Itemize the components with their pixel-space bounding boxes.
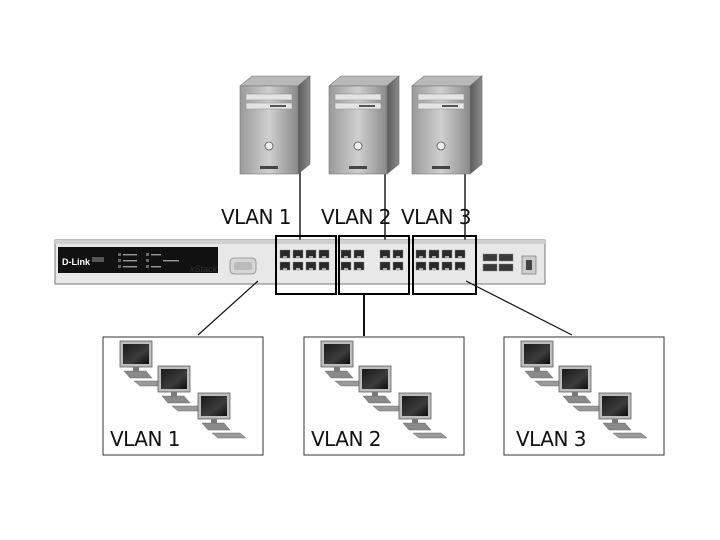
server-uplinks	[299, 172, 466, 247]
client-group-3: VLAN 3	[503, 336, 665, 456]
vlan-label-server-3: VLAN 3	[401, 205, 471, 229]
client-downlinks	[197, 280, 573, 336]
sfp-ports	[482, 253, 537, 275]
client-group-1-label: VLAN 1	[110, 427, 180, 451]
server-tower-icon	[328, 75, 400, 175]
vlan-2-port-group	[338, 235, 410, 295]
network-switch: D-Link xStack	[54, 239, 546, 285]
vlan-1-port-group	[275, 235, 337, 295]
vlan-label-server-2: VLAN 2	[321, 205, 391, 229]
server-1	[239, 75, 311, 175]
server-tower-icon	[411, 75, 483, 175]
server-2	[328, 75, 400, 175]
switch-brand: D-Link	[62, 257, 91, 267]
client-group-1: VLAN 1	[102, 336, 264, 456]
client-group-3-label: VLAN 3	[516, 427, 586, 451]
client-group-2-label: VLAN 2	[311, 427, 381, 451]
vlan-label-server-1: VLAN 1	[221, 205, 291, 229]
client-group-2: VLAN 2	[303, 336, 465, 456]
server-tower-icon	[239, 75, 311, 175]
server-3	[411, 75, 483, 175]
switch-series: xStack	[189, 264, 218, 274]
vlan-3-port-group	[412, 235, 477, 295]
